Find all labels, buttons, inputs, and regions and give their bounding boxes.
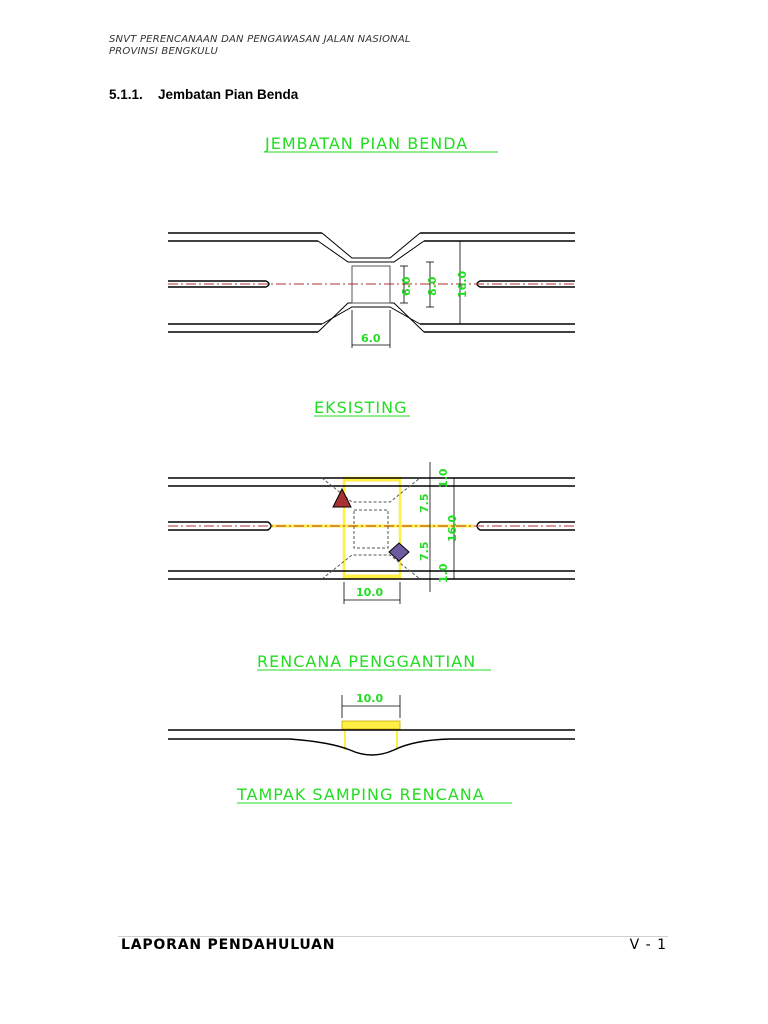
existing-label: EKSISTING xyxy=(314,398,408,417)
plan-dim-10-0: 10.0 xyxy=(356,586,383,599)
drawing-title: JEMBATAN PIAN BENDA xyxy=(264,134,468,153)
existing-label-group: EKSISTING xyxy=(314,398,410,417)
plan-dim-1-0-bottom: 1.0 xyxy=(437,563,450,583)
side-dim-10-0: 10.0 xyxy=(356,692,383,705)
triangle-marker-icon xyxy=(332,487,352,508)
plan-dim-7-5-bottom: 7.5 xyxy=(418,542,431,562)
existing-dim-6-0-vertical: 6.0 xyxy=(400,276,413,296)
plan-dim-7-5-top: 7.5 xyxy=(418,494,431,514)
side-elevation-view: 10.0 xyxy=(168,692,575,756)
existing-dim-8-0-vertical: 8.0 xyxy=(426,276,439,296)
side-label: TAMPAK SAMPING RENCANA xyxy=(236,785,485,804)
plan-label: RENCANA PENGGANTIAN xyxy=(257,652,476,671)
section-heading: 5.1.1. Jembatan Pian Benda xyxy=(109,87,298,102)
section-number: 5.1.1. xyxy=(109,87,143,102)
existing-dim-6-0-horizontal: 6.0 xyxy=(361,332,381,345)
drawing-title-group: JEMBATAN PIAN BENDA xyxy=(264,134,498,153)
side-label-group: TAMPAK SAMPING RENCANA xyxy=(236,785,512,804)
section-title: Jembatan Pian Benda xyxy=(158,87,299,102)
diamond-marker-icon xyxy=(388,542,410,562)
document-header-line-2: PROVINSI BENGKULU xyxy=(109,46,218,57)
footer-title: LAPORAN PENDAHULUAN xyxy=(121,937,336,953)
plan-label-group: RENCANA PENGGANTIAN xyxy=(257,652,491,671)
plan-dim-16-0: 16.0 xyxy=(446,515,459,542)
existing-plan-view: 6.0 8.0 16.0 6.0 xyxy=(168,232,575,348)
footer-divider xyxy=(118,936,668,937)
existing-dim-16-0-vertical: 16.0 xyxy=(456,271,469,298)
document-header-line-1: SNVT PERENCANAAN DAN PENGAWASAN JALAN NA… xyxy=(109,34,411,45)
replacement-plan-view: 1.0 7.5 16.0 7.5 1.0 10.0 xyxy=(168,462,575,604)
plan-dim-1-0-top: 1.0 xyxy=(437,468,450,488)
page-number: V - 1 xyxy=(629,937,667,953)
